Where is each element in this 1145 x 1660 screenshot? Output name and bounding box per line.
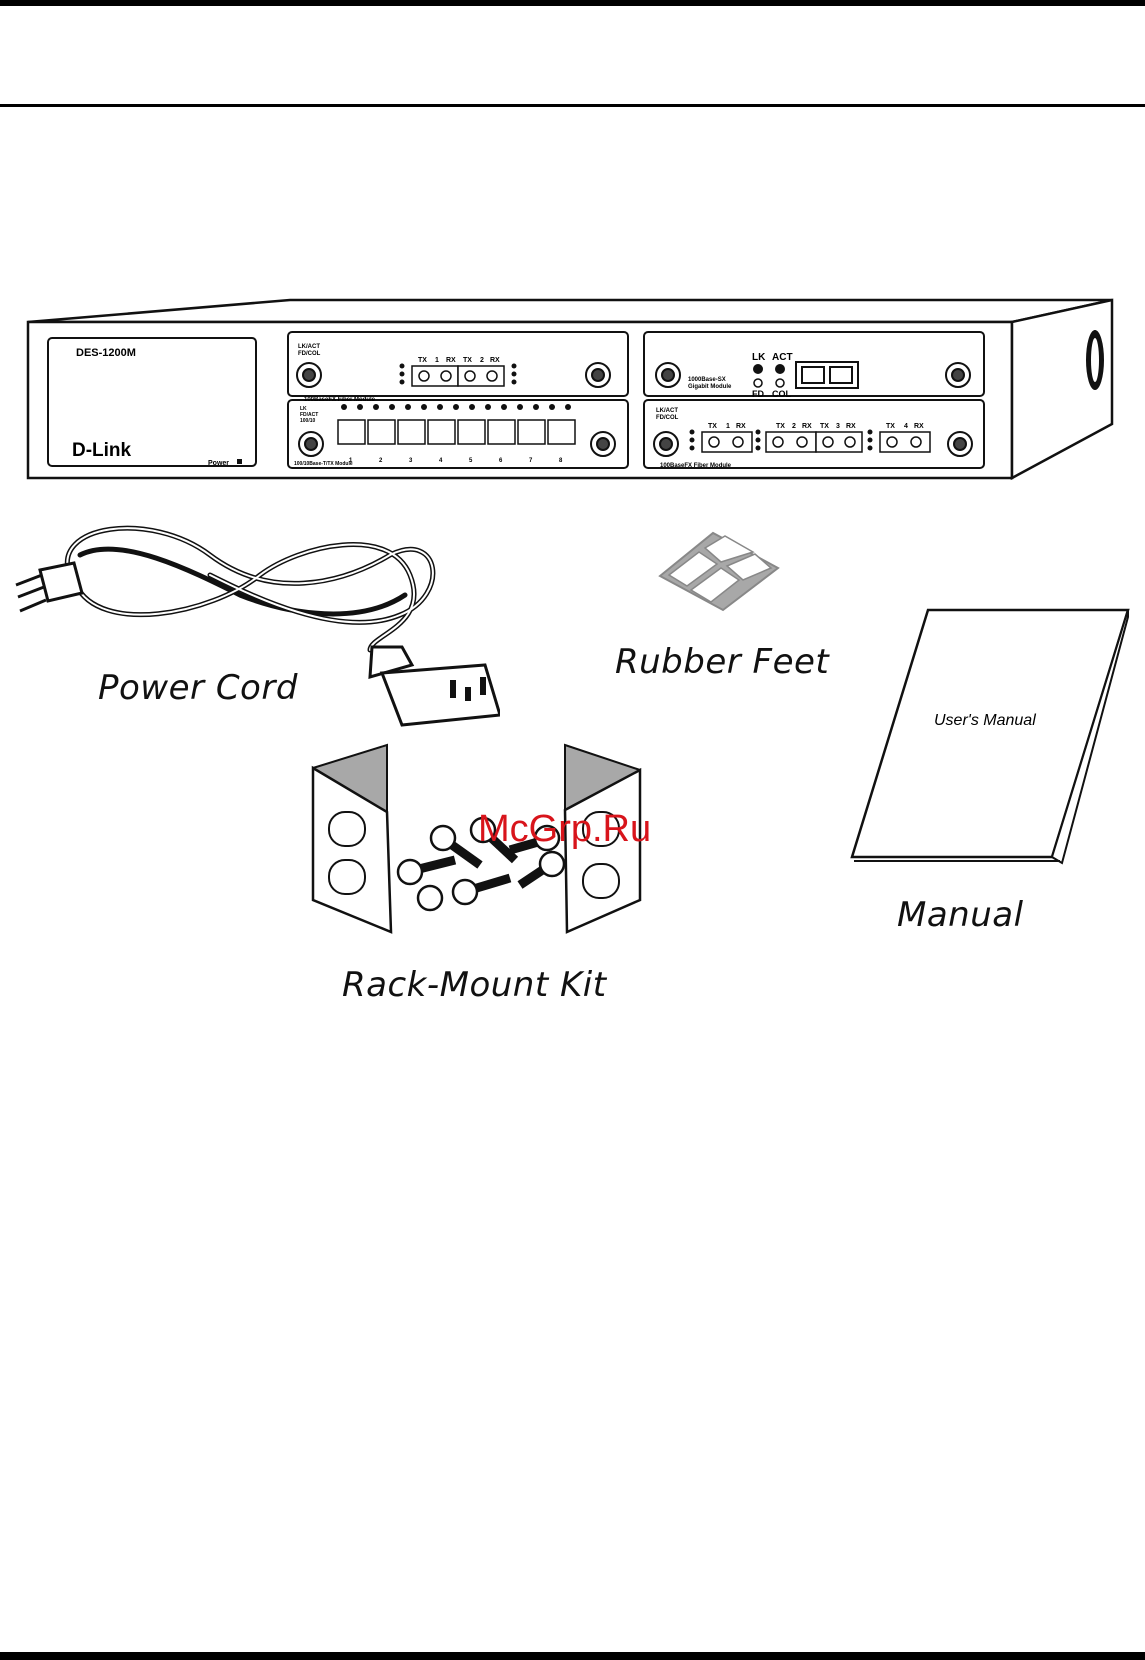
port-number: 6 — [499, 458, 503, 464]
led-label: LK/ACT — [656, 408, 678, 414]
led-label: 100/10 — [300, 418, 316, 424]
port-number: 4 — [439, 458, 443, 464]
port-number: 2 — [379, 458, 383, 464]
module-name: 100BaseFX Fiber Module — [304, 397, 376, 403]
led-label: FD/ACT — [300, 412, 318, 418]
port-label: TX — [820, 423, 829, 430]
port-label: RX — [914, 423, 924, 430]
module-name: 100BaseFX Fiber Module — [660, 463, 732, 469]
manual-cover-title: User's Manual — [934, 712, 1036, 729]
port-number: 8 — [559, 458, 563, 464]
led-label: FD/COL — [298, 351, 321, 357]
module-name: 100/10Base-T/TX Module — [294, 461, 353, 467]
header-rule — [0, 104, 1145, 107]
port-label: RX — [736, 423, 746, 430]
power-cord-illustration — [15, 525, 500, 727]
port-label: 4 — [904, 423, 908, 430]
port-label: 2 — [792, 423, 796, 430]
ethernet-port-icon — [337, 419, 576, 445]
port-number: 7 — [529, 458, 533, 464]
led-label: FD — [752, 389, 764, 399]
port-number: 3 — [409, 458, 413, 464]
led-label: ACT — [772, 352, 793, 363]
manual-label: Manual — [897, 895, 1024, 935]
watermark: McGrp.Ru — [478, 808, 652, 850]
port-label: TX — [708, 423, 717, 430]
port-label: 3 — [836, 423, 840, 430]
led-label: LK/ACT — [298, 344, 320, 350]
port-label: 1 — [435, 357, 439, 364]
rubber-feet-illustration — [658, 531, 780, 612]
port-label: TX — [886, 423, 895, 430]
rack-mount-kit-illustration — [311, 743, 642, 934]
port-label: RX — [802, 423, 812, 430]
led-label: FD/COL — [656, 415, 679, 421]
screw-icon — [396, 816, 566, 912]
port-label: RX — [446, 357, 456, 364]
power-cord-label: Power Cord — [98, 668, 298, 708]
manual-illustration: User's Manual — [850, 608, 1130, 865]
gigabit-fiber-port-icon — [795, 361, 859, 389]
port-label: TX — [463, 357, 472, 364]
power-label: Power — [208, 460, 229, 467]
brand-logo: D-Link — [72, 440, 132, 461]
top-rule — [0, 0, 1145, 6]
port-label: 1 — [726, 423, 730, 430]
device-model: DES-1200M — [76, 347, 136, 359]
fiber-port-icon — [411, 365, 505, 387]
led-label: LK — [752, 352, 766, 363]
port-label: RX — [846, 423, 856, 430]
port-label: 2 — [480, 357, 484, 364]
rubber-feet-label: Rubber Feet — [615, 642, 830, 682]
led-label: COL — [772, 389, 792, 399]
port-number: 5 — [469, 458, 473, 464]
port-label: RX — [490, 357, 500, 364]
fiber-port-icon — [701, 431, 931, 453]
rack-mount-kit-label: Rack-Mount Kit — [342, 965, 607, 1005]
port-label: TX — [776, 423, 785, 430]
switch-chassis-illustration: DES-1200M D-Link Power LK/ACT FD/COL 100… — [26, 298, 1114, 481]
port-number: 1 — [349, 458, 353, 464]
thumb-screw-icon — [296, 362, 973, 457]
port-label: TX — [418, 357, 427, 364]
module-name: Gigabit Module — [688, 384, 732, 390]
led-label: LK — [300, 406, 307, 412]
power-led-icon — [237, 459, 242, 464]
module-name: 1000Base-SX — [688, 377, 726, 383]
bottom-rule — [0, 1652, 1145, 1660]
